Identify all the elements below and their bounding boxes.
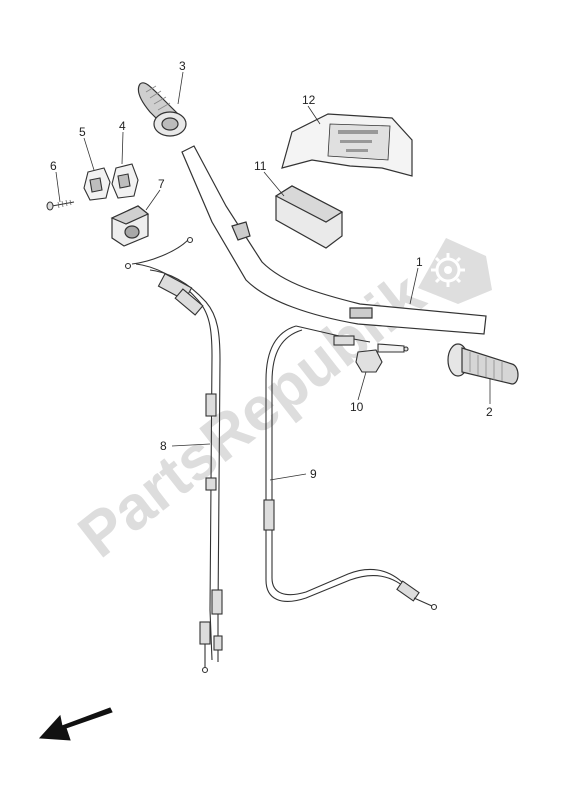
switch-housing-upper — [111, 163, 139, 199]
callout-2: 2 — [486, 405, 493, 419]
callout-4: 4 — [119, 119, 126, 133]
callout-10: 10 — [350, 400, 364, 414]
callout-7: 7 — [158, 177, 165, 191]
arrow-front-icon — [38, 707, 113, 741]
leader-lines — [55, 71, 491, 481]
callout-6: 6 — [50, 159, 57, 173]
callout-1: 1 — [416, 255, 423, 269]
screw — [46, 199, 75, 211]
right-grip — [447, 343, 519, 385]
grip-holder — [110, 205, 150, 247]
callout-11: 11 — [254, 159, 267, 173]
callout-3: 3 — [179, 59, 186, 73]
clutch-cable — [263, 325, 438, 611]
throttle-grip — [137, 82, 187, 137]
callout-9: 9 — [310, 467, 317, 481]
switch-housing-lower — [83, 167, 111, 201]
callouts: 1 2 3 4 5 6 7 8 9 10 11 12 — [50, 59, 493, 481]
throttle-cables — [124, 236, 223, 674]
handlebar-pad — [274, 185, 344, 249]
callout-12: 12 — [302, 93, 316, 107]
callout-8: 8 — [160, 439, 167, 453]
handlebar — [181, 145, 487, 335]
callout-5: 5 — [79, 125, 86, 139]
gear-icon — [418, 238, 492, 304]
handlebar-cover — [281, 113, 413, 177]
clutch-switch — [355, 343, 409, 373]
